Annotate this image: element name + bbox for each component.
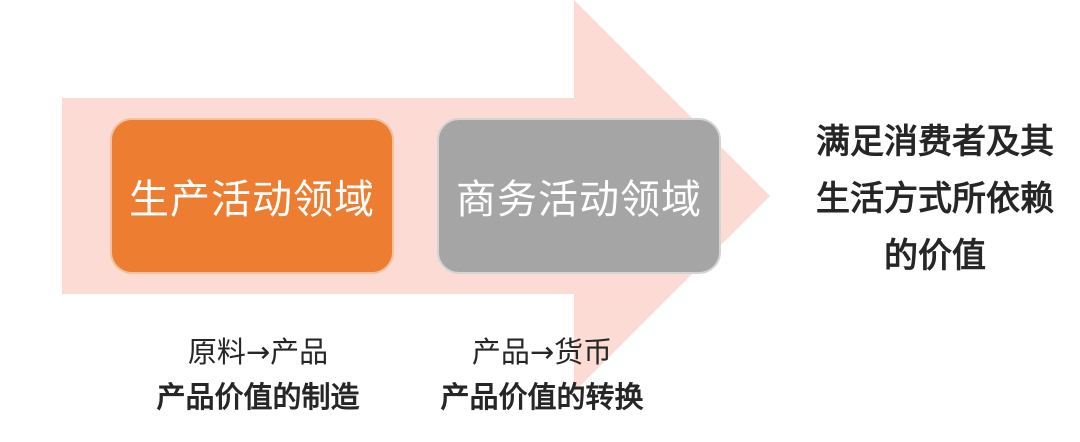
production-caption: 原料→产品 产品价值的制造 xyxy=(98,331,418,421)
production-domain-label: 生产活动领域 xyxy=(129,177,375,223)
commerce-caption: 产品→货币 产品价值的转换 xyxy=(382,331,702,421)
commerce-domain-label: 商务活动领域 xyxy=(456,177,702,223)
value-outcome-text: 满足消费者及其 生活方式所依赖 的价值 xyxy=(790,114,1080,285)
commerce-role-text: 产品价值的转换 xyxy=(440,380,644,414)
outcome-line: 满足消费者及其 xyxy=(816,122,1054,162)
production-flow-text: 原料→产品 xyxy=(187,335,329,369)
commerce-domain-box: 商务活动领域 xyxy=(437,118,721,274)
outcome-line: 生活方式所依赖 xyxy=(816,179,1054,219)
production-domain-box: 生产活动领域 xyxy=(110,118,394,274)
production-role-text: 产品价值的制造 xyxy=(156,380,360,414)
commerce-flow-text: 产品→货币 xyxy=(471,335,613,369)
arrow-shape xyxy=(62,0,770,392)
outcome-line: 的价值 xyxy=(884,236,986,276)
